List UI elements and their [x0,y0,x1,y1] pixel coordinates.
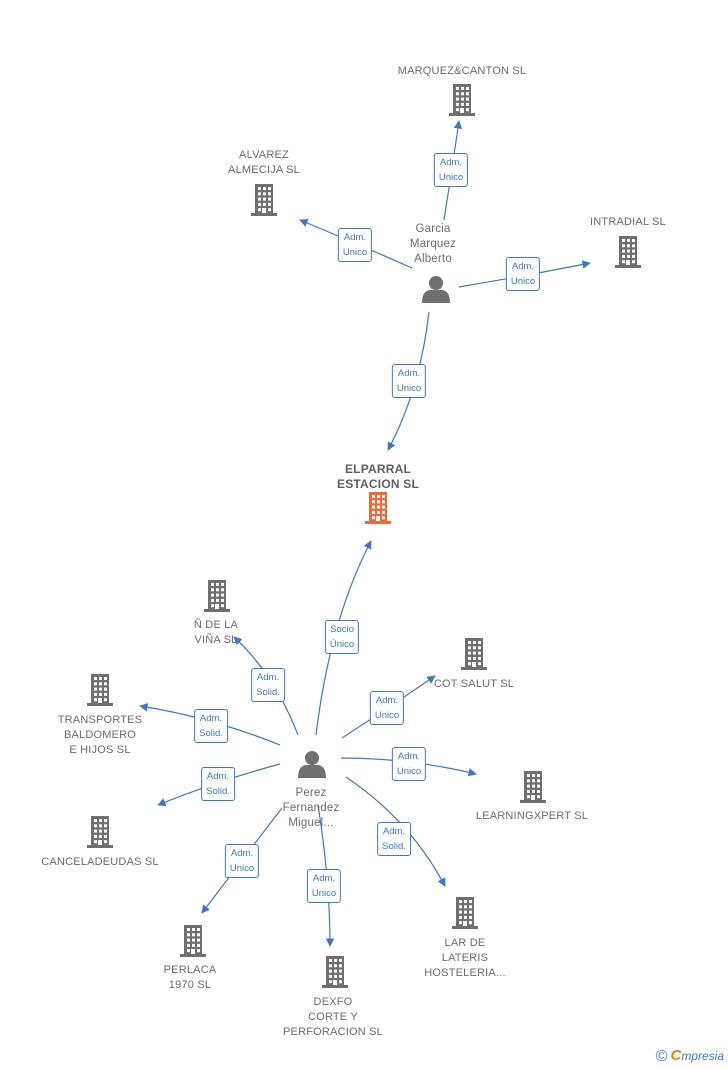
node-label-cot_salut[interactable]: COT SALUT SL [433,678,515,690]
node-label-garcia[interactable]: Garcia Marquez Alberto [409,223,457,265]
node-label-vina[interactable]: Ñ DE LA VIÑA SL [193,619,239,646]
node-label-lar[interactable]: LAR DE LATERIS HOSTELERIA... [424,937,506,979]
node-label-marquez_canton[interactable]: MARQUEZ&CANTON SL [397,65,527,77]
edge-label-perez-vina: Adm. Solid. [251,668,285,702]
person-icon-garcia [422,276,450,303]
node-label-learningxpert[interactable]: LEARNINGXPERT SL [475,810,589,822]
empresia-watermark: ©Cmpresia [656,1047,724,1066]
building-icon-lar [452,897,478,929]
node-label-transportes[interactable]: TRANSPORTES BALDOMERO E HIJOS SL [57,714,143,756]
building-icon-cot_salut [461,638,487,670]
node-label-canceladeudas[interactable]: CANCELADEUDAS SL [41,856,159,868]
node-label-alvarez[interactable]: ALVAREZ ALMECIJA SL [228,149,300,176]
copyright-icon: © [655,1048,668,1065]
building-icon-transportes [87,674,113,706]
edge-label-garcia-marquez_canton: Adm. Unico [433,153,469,187]
edge-label-perez-learningxpert: Adm. Unico [391,747,427,781]
node-label-main[interactable]: ELPARRAL ESTACION SL [337,462,419,491]
edge-label-perez-transportes: Adm. Solid. [194,709,228,743]
building-icon-intradial [615,236,641,268]
building-icon-canceladeudas [87,816,113,848]
edge-label-garcia-main: Adm. Unico [391,364,427,398]
edge-label-perez-perlaca: Adm. Unico [224,844,260,878]
edge-label-garcia-alvarez: Adm. Unico [337,228,373,262]
building-icon-main [365,492,391,524]
person-icon-perez [298,751,326,778]
building-icon-perlaca [180,925,206,957]
building-icon-learningxpert [520,771,546,803]
building-icon-marquez_canton [449,84,475,116]
edge-label-perez-cot_salut: Adm. Unico [369,691,405,725]
edge-label-perez-canceladeudas: Adm. Solid. [201,767,235,801]
edge-label-perez-main: Socio Único [324,620,360,654]
edge-label-garcia-intradial: Adm. Unico [505,257,541,291]
brand-name: mpresia [681,1049,724,1064]
building-icon-alvarez [251,184,277,216]
node-label-perlaca[interactable]: PERLACA 1970 SL [163,964,217,991]
brand-initial: C [670,1047,682,1065]
node-label-intradial[interactable]: INTRADIAL SL [590,216,666,228]
edge-label-perez-lar: Adm. Solid. [377,822,411,856]
edge-label-perez-dexfo: Adm. Unico [306,869,342,903]
node-label-dexfo[interactable]: DEXFO CORTE Y PERFORACION SL [283,996,383,1038]
node-label-perez[interactable]: Perez Fernandez Miguel... [282,787,340,829]
building-icon-vina [204,580,230,612]
building-icon-dexfo [322,956,348,988]
